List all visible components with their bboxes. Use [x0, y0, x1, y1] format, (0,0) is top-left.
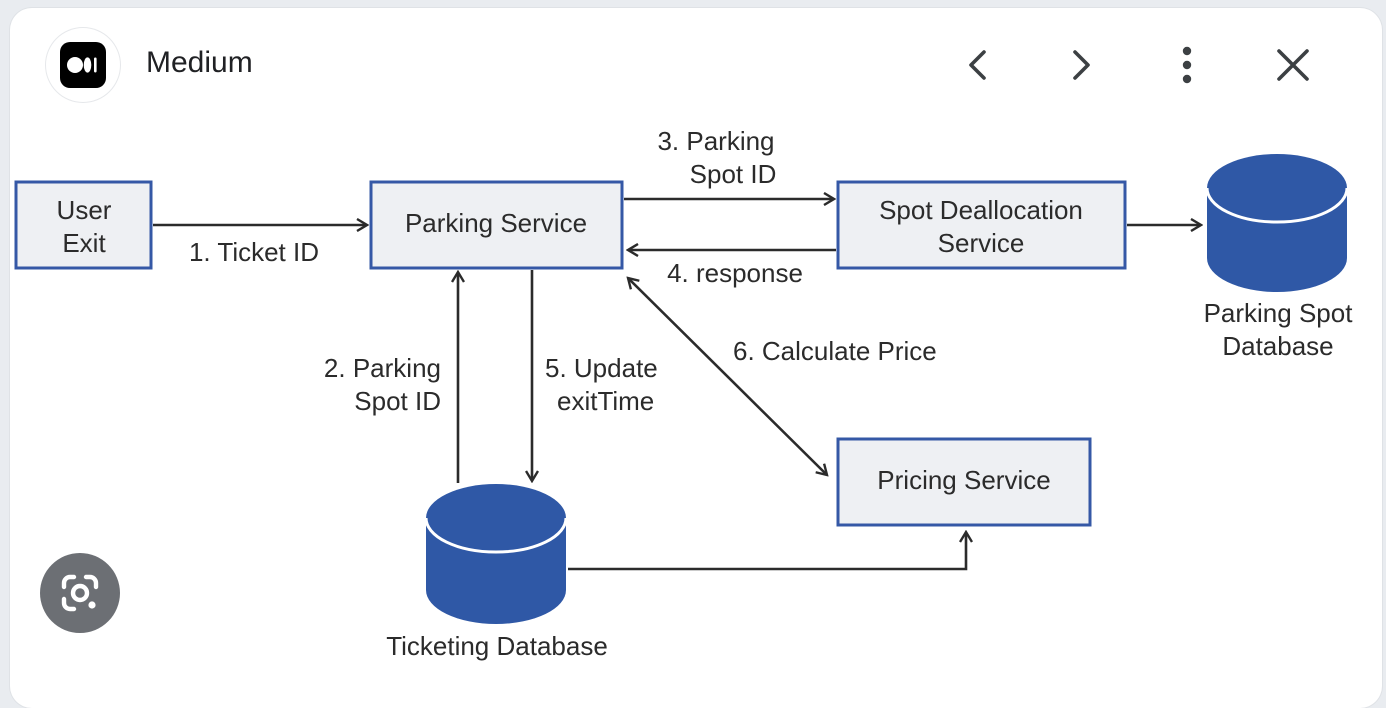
pricing-service-node: Pricing Service: [836, 437, 1092, 527]
user-exit-label-line2: Exit: [62, 228, 106, 258]
parking-spot-db-label-line2: Database: [1222, 331, 1333, 361]
parking-spot-db-label-line1: Parking Spot: [1204, 298, 1354, 328]
close-button[interactable]: [1266, 38, 1320, 92]
pricing-service-label: Pricing Service: [877, 465, 1050, 495]
spot-deallocation-label-line2: Service: [938, 228, 1025, 258]
edge-4-label: 4. response: [667, 258, 803, 288]
edge-ticket-id: 1. Ticket ID: [153, 225, 367, 267]
source-name[interactable]: Medium: [146, 46, 253, 79]
edge-2-label-line1: 2. Parking: [324, 353, 441, 383]
edge-ticketing-db-to-pricing: [568, 532, 966, 571]
edge-6-label: 6. Calculate Price: [733, 336, 937, 366]
user-exit-node: User Exit: [14, 180, 153, 270]
architecture-diagram: User Exit Parking Service Spot Deallocat…: [14, 126, 1354, 661]
user-exit-label-line1: User: [57, 195, 112, 225]
ticketing-database-node: Ticketing Database: [386, 484, 608, 661]
edge-3-label-line1: 3. Parking: [657, 126, 774, 156]
google-lens-icon: [61, 574, 99, 612]
edge-response: 4. response: [628, 250, 836, 288]
close-icon: [1277, 49, 1309, 81]
parking-service-node: Parking Service: [369, 180, 624, 270]
edge-update-exittime: 5. Update exitTime: [532, 270, 658, 481]
edge-parking-spot-id-to-dealloc: 3. Parking Spot ID: [624, 126, 834, 199]
viewer-header: Medium: [10, 8, 1382, 122]
medium-logo-icon: [60, 42, 106, 88]
edge-parking-spot-id-up: 2. Parking Spot ID: [324, 272, 458, 483]
edge-2-label-line2: Spot ID: [354, 386, 441, 416]
previous-button[interactable]: [950, 38, 1004, 92]
lens-search-button[interactable]: [40, 553, 120, 633]
next-button[interactable]: [1055, 38, 1109, 92]
edge-1-label: 1. Ticket ID: [189, 237, 319, 267]
more-vertical-icon: [1182, 46, 1192, 84]
more-options-button[interactable]: [1160, 38, 1214, 92]
edge-3-label-line2: Spot ID: [690, 159, 777, 189]
edge-calculate-price: 6. Calculate Price: [628, 278, 937, 475]
parking-service-label: Parking Service: [405, 208, 587, 238]
parking-spot-database-node: Parking Spot Database: [1204, 154, 1354, 361]
chevron-left-icon: [969, 50, 986, 80]
image-viewer-card: User Exit Parking Service Spot Deallocat…: [10, 8, 1382, 708]
ticketing-db-label: Ticketing Database: [386, 631, 608, 661]
edge-5-label-line1: 5. Update: [545, 353, 658, 383]
spot-deallocation-label-line1: Spot Deallocation: [879, 195, 1083, 225]
edge-5-label-line2: exitTime: [557, 386, 654, 416]
source-badge[interactable]: [46, 28, 120, 102]
chevron-right-icon: [1073, 50, 1090, 80]
spot-deallocation-service-node: Spot Deallocation Service: [836, 180, 1127, 270]
